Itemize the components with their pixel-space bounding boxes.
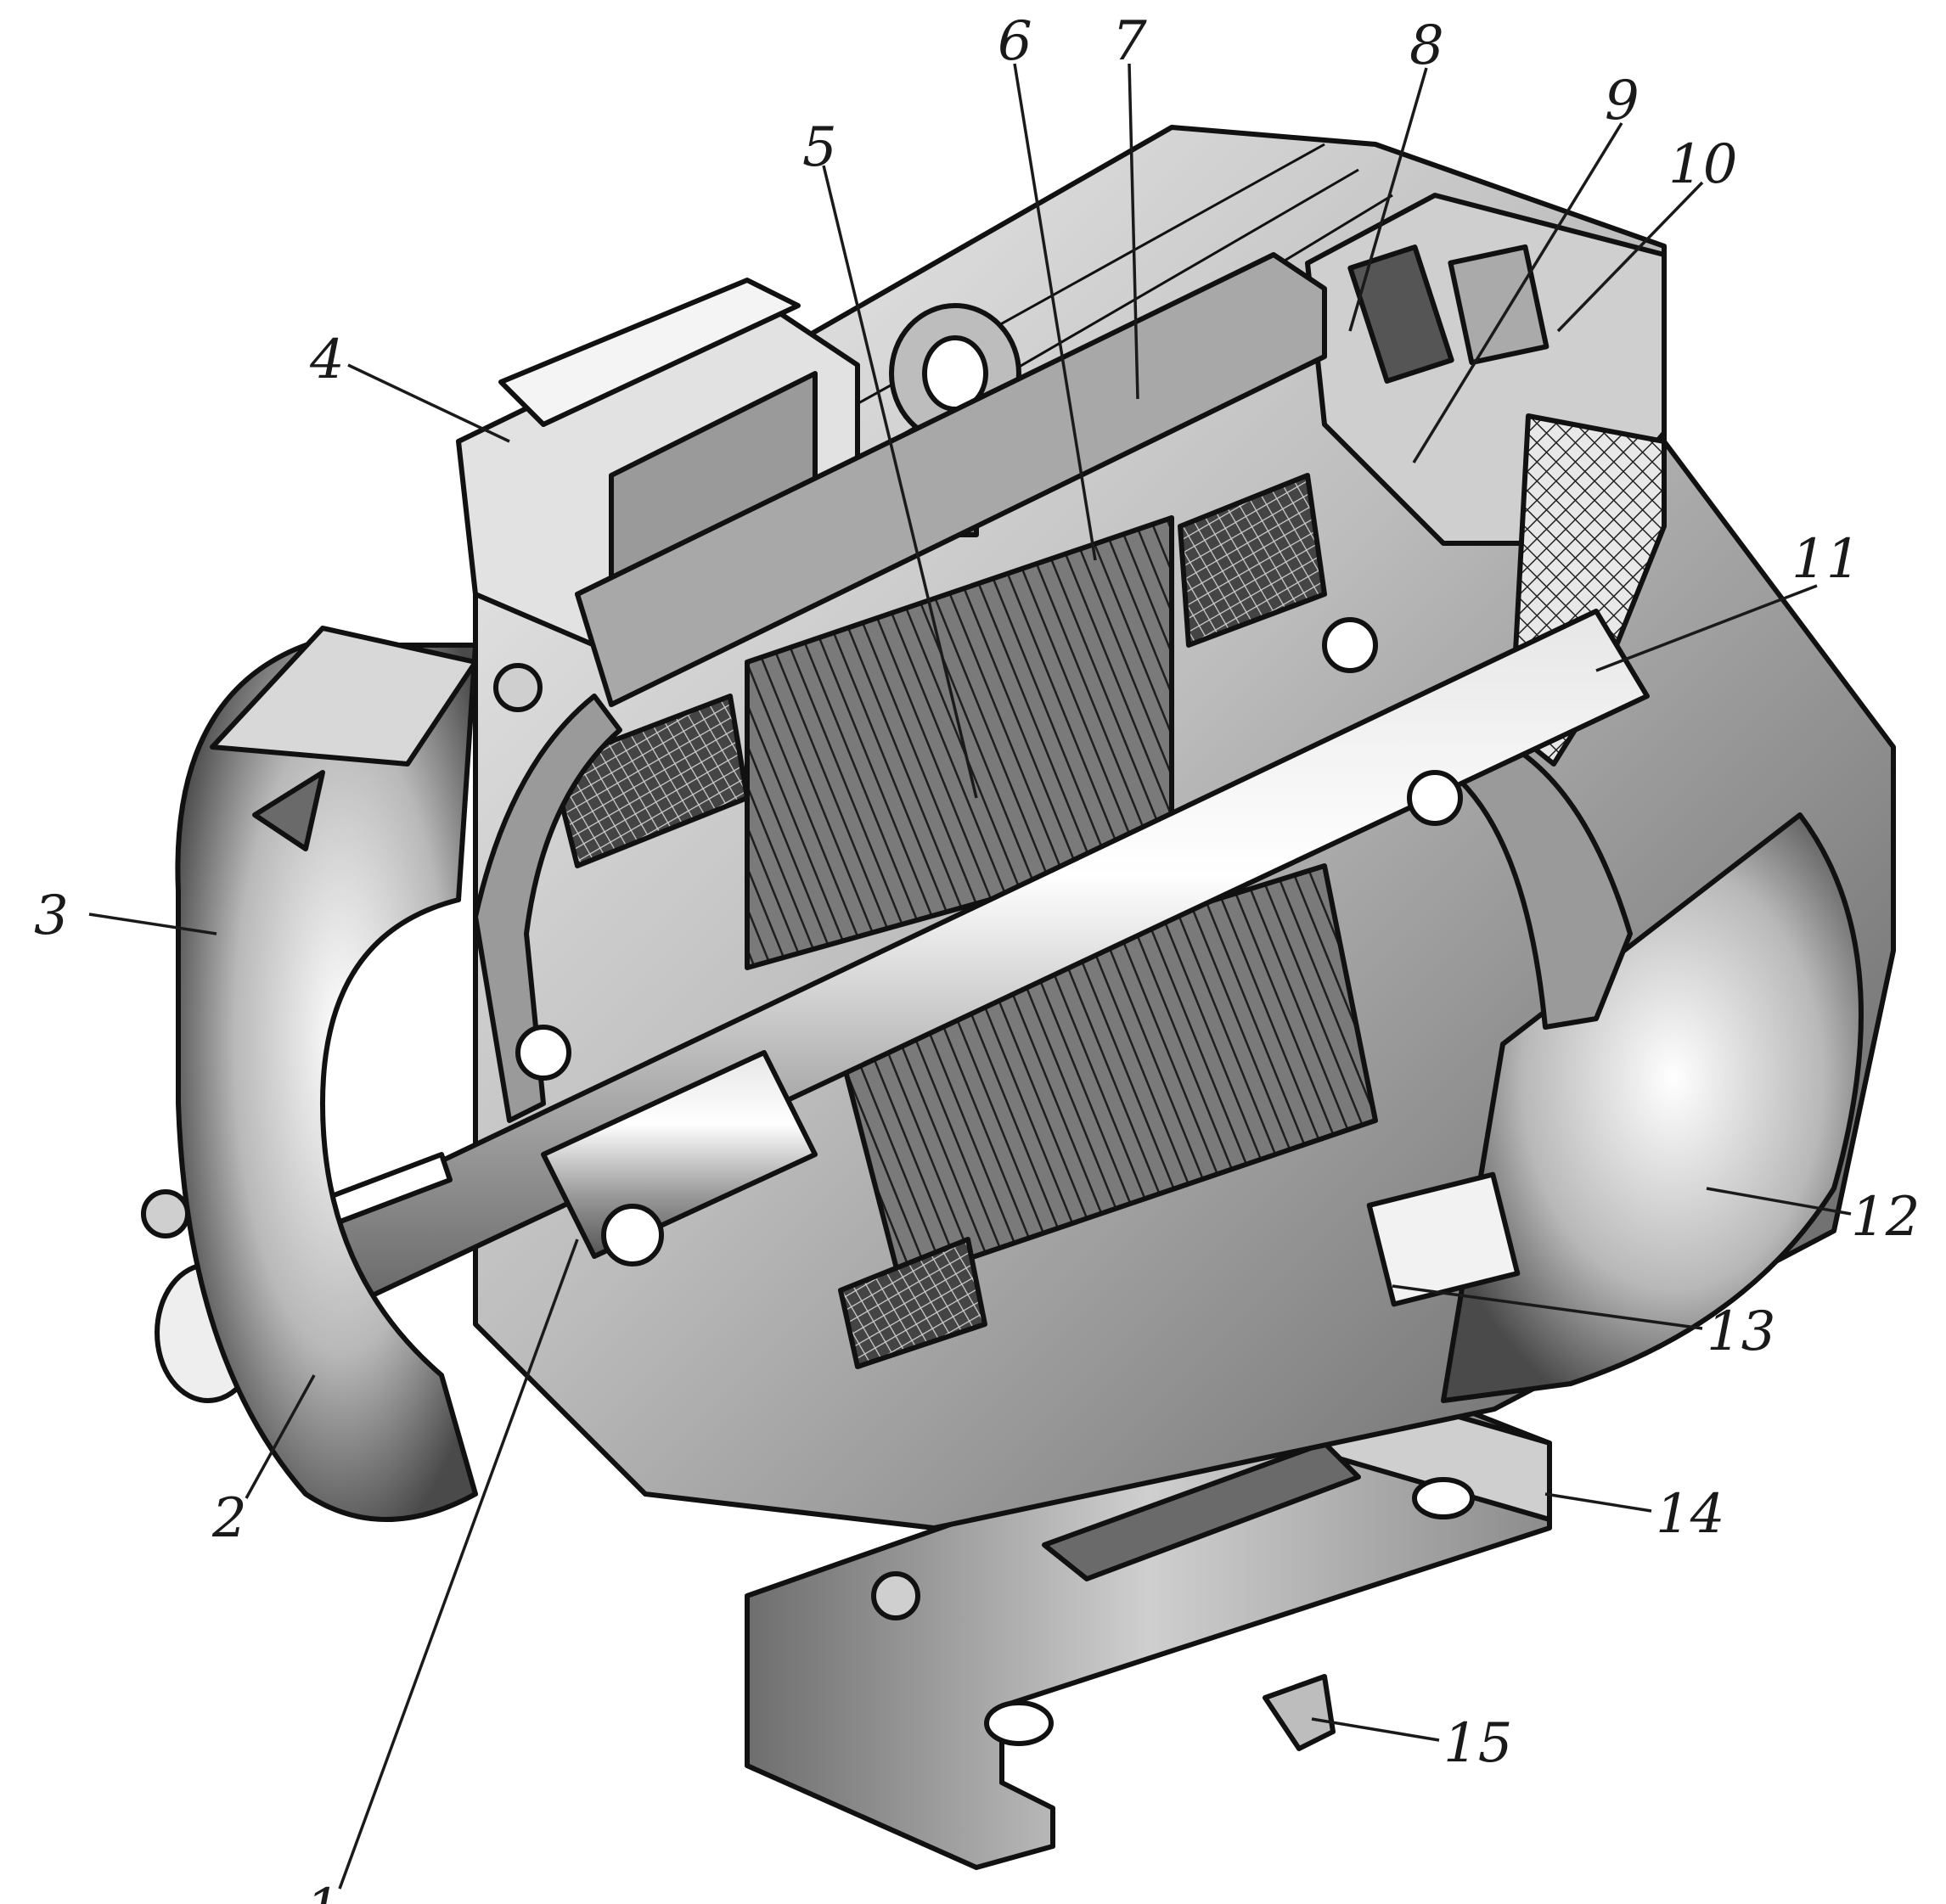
leader-6 [1013, 63, 1097, 561]
callout-5: 5 [802, 116, 837, 179]
front-end-cap [175, 626, 478, 1522]
leader-lines [88, 63, 1852, 1890]
leader-10 [1556, 181, 1704, 333]
callout-11: 11 [1791, 528, 1860, 591]
callout-12: 12 [1851, 1186, 1920, 1249]
callout-9: 9 [1605, 70, 1639, 132]
leader-7 [1128, 63, 1139, 400]
mounting-hole-right [1412, 1477, 1475, 1519]
callout-14: 14 [1656, 1483, 1724, 1546]
leader-4 [347, 363, 510, 443]
bearing-rear [1322, 617, 1463, 826]
callout-numbers: 1 2 3 4 5 6 7 8 9 10 11 12 13 14 15 [34, 10, 1920, 1904]
winding-end-lower [838, 1237, 987, 1369]
fan-blade-b [1448, 244, 1549, 366]
frame-bolts [141, 663, 920, 1620]
end-shield-right [1458, 727, 1633, 1030]
grease-fitting [1263, 1674, 1336, 1751]
callout-13: 13 [1707, 1300, 1775, 1363]
leader-1 [338, 1238, 579, 1890]
winding-end-right [1178, 473, 1327, 648]
callout-6: 6 [998, 10, 1032, 73]
bearing-front [515, 1025, 664, 1267]
callout-15: 15 [1443, 1712, 1512, 1775]
fan-blade-a [1347, 244, 1454, 384]
leader-14 [1544, 1492, 1652, 1513]
leader-13 [1392, 1284, 1703, 1330]
winding-end-left [549, 694, 750, 868]
mounting-hole-left [984, 1700, 1054, 1746]
leader-8 [1348, 67, 1428, 332]
callout-1: 1 [306, 1878, 340, 1904]
leader-5 [822, 165, 978, 799]
leader-2 [245, 1374, 316, 1499]
leader-11 [1595, 584, 1818, 672]
nameplate [1366, 1171, 1521, 1307]
callout-3: 3 [34, 885, 69, 947]
callout-4: 4 [309, 329, 345, 391]
callout-8: 8 [1409, 14, 1444, 77]
callout-10: 10 [1668, 133, 1737, 196]
leader-9 [1412, 122, 1623, 463]
leader-15 [1311, 1717, 1440, 1742]
callout-7: 7 [1112, 10, 1147, 73]
end-shield-left [473, 694, 622, 1123]
leader-12 [1706, 1187, 1852, 1216]
callout-2: 2 [211, 1487, 247, 1550]
leader-3 [88, 913, 217, 935]
